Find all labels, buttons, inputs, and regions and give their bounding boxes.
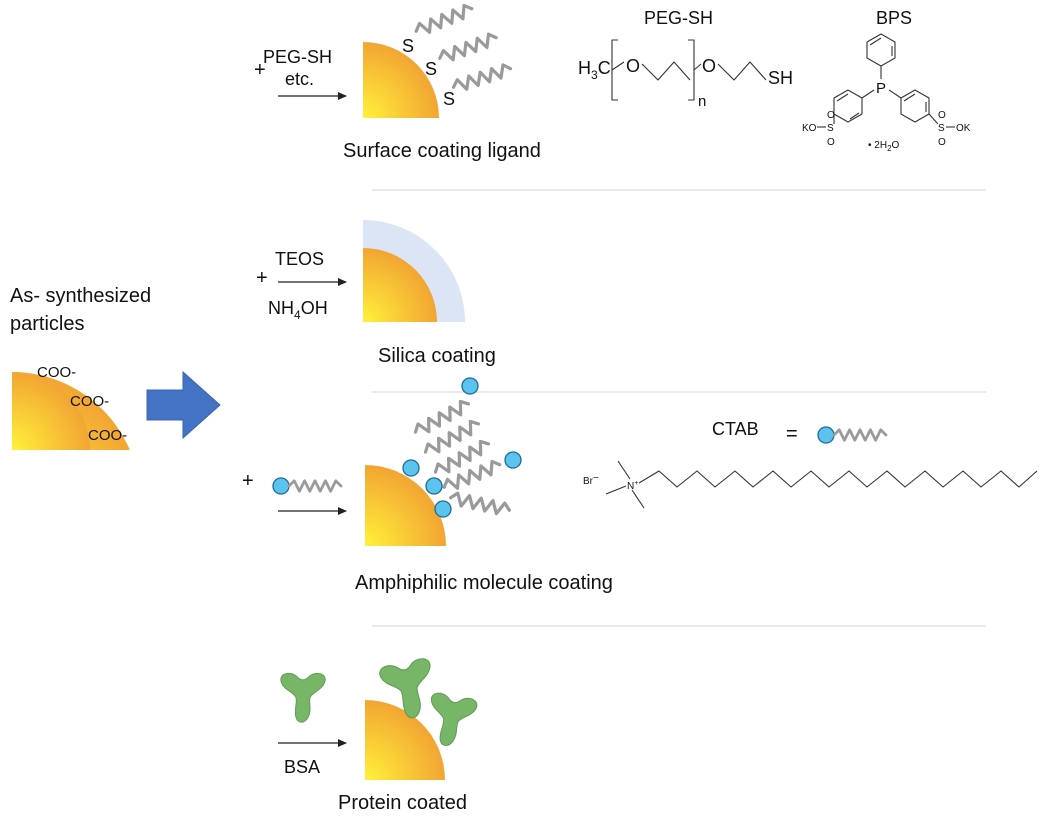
ctab-bromide: Br−: [583, 473, 599, 487]
bps-phenyl-left: [833, 89, 863, 123]
carboxylate-label-3: COO-: [88, 427, 127, 444]
as-synthesized-group: As- synthesized particles COO- COO- COO-: [0, 285, 221, 510]
peg-n-subscript: n: [698, 93, 706, 110]
reagent-bsa-protein: [280, 672, 326, 723]
bps-structure: BPS P KO S O O S OK O O • 2H2O: [802, 8, 971, 153]
carboxylate-label-1: COO-: [37, 364, 76, 381]
peg-chain-2: [436, 30, 500, 66]
bps-sulfur-right: S: [938, 123, 945, 134]
surface-reagent-line2: etc.: [285, 69, 314, 89]
silica-reagent-top: TEOS: [275, 249, 324, 269]
bps-phenyl-right: [900, 89, 930, 123]
ctab-chain-4: [440, 457, 504, 495]
bps-hydrate-label: • 2H2O: [868, 140, 900, 153]
protein-reagent-label: BSA: [284, 757, 320, 777]
silica-plus-sign: +: [256, 267, 268, 289]
as-synthesized-particle-visible: [12, 372, 90, 450]
ctab-hydrocarbon-chain: [638, 470, 1038, 488]
surface-coated-particle: [363, 42, 439, 118]
reagent-surfactant-head: [272, 477, 290, 495]
ctab-head-3: [425, 477, 443, 495]
surface-coating-caption: Surface coating ligand: [343, 140, 541, 162]
amphiphilic-core-particle: [365, 465, 446, 546]
peg-oxygen-2: O: [702, 56, 716, 76]
surface-plus-sign: +: [254, 59, 266, 81]
bps-o-left-top: O: [827, 110, 835, 121]
peg-sh-structure: PEG-SH H3C O n O SH: [578, 8, 793, 110]
thiol-s-label-1: S: [402, 36, 414, 56]
bps-sulfur-left: S: [827, 123, 834, 134]
peg-right-bracket: [688, 39, 695, 101]
process-arrow-icon: [146, 370, 221, 440]
ctab-structure: Br− N+: [583, 460, 1038, 509]
surface-coating-group: + PEG-SH etc. S S S Surface coating liga…: [254, 1, 541, 162]
bps-ko-left: KO: [802, 123, 817, 134]
bps-o-right-bottom: O: [938, 137, 946, 148]
silica-reagent-bottom: NH4OH: [268, 298, 328, 322]
as-synthesized-title-line2: particles: [10, 313, 84, 335]
silica-coating-caption: Silica coating: [378, 345, 496, 367]
ctab-label: CTAB: [712, 419, 759, 439]
protein-coating-group: BSA Protein coated: [278, 656, 479, 814]
peg-left-bracket: [611, 39, 618, 101]
ctab-head-4: [504, 451, 522, 469]
bps-o-left-bottom: O: [827, 137, 835, 148]
amphiphilic-plus-sign: +: [242, 470, 254, 492]
peg-chain-3: [450, 61, 514, 95]
surface-reagent-line1: PEG-SH: [263, 47, 332, 67]
ctab-chain-1: [411, 397, 473, 439]
ctab-chain-3: [431, 437, 493, 479]
silica-core-particle: [363, 248, 437, 322]
bps-phenyl-top: [866, 33, 896, 67]
peg-chain-1: [412, 1, 476, 39]
ctab-chain-2: [420, 416, 484, 460]
peg-oxygen-1: O: [626, 56, 640, 76]
carboxylate-label-2: COO-: [70, 393, 109, 410]
silica-coating-group: + TEOS NH4OH Silica coating: [256, 220, 496, 367]
bps-phosphorus: P: [876, 80, 886, 97]
reagent-surfactant-tail: [287, 479, 343, 493]
as-synthesized-title-line1: As- synthesized: [10, 285, 151, 307]
protein-core-particle: [365, 700, 445, 780]
ctab-head-5: [434, 500, 452, 518]
thiol-s-label-3: S: [443, 89, 455, 109]
bps-title: BPS: [876, 8, 912, 28]
protein-coated-caption: Protein coated: [338, 792, 467, 814]
ctab-legend-head: [817, 426, 835, 444]
thiol-s-label-2: S: [425, 59, 437, 79]
peg-h3c-label: H3C: [578, 58, 611, 82]
peg-thiol-label: SH: [768, 68, 793, 88]
ctab-nitrogen: N+: [627, 480, 638, 492]
amphiphilic-coating-group: + Amphiphilic molecule coating CTAB = Br…: [242, 377, 1038, 594]
peg-sh-title: PEG-SH: [644, 8, 713, 28]
ctab-equals-sign: =: [786, 423, 798, 445]
ctab-head-2: [402, 459, 420, 477]
ctab-legend-tail: [832, 428, 888, 442]
bps-ok-right: OK: [956, 123, 971, 134]
ctab-chain-5: [447, 490, 513, 518]
ctab-head-1: [461, 377, 479, 395]
amphiphilic-coating-caption: Amphiphilic molecule coating: [355, 572, 613, 594]
bps-o-right-top: O: [938, 110, 946, 121]
